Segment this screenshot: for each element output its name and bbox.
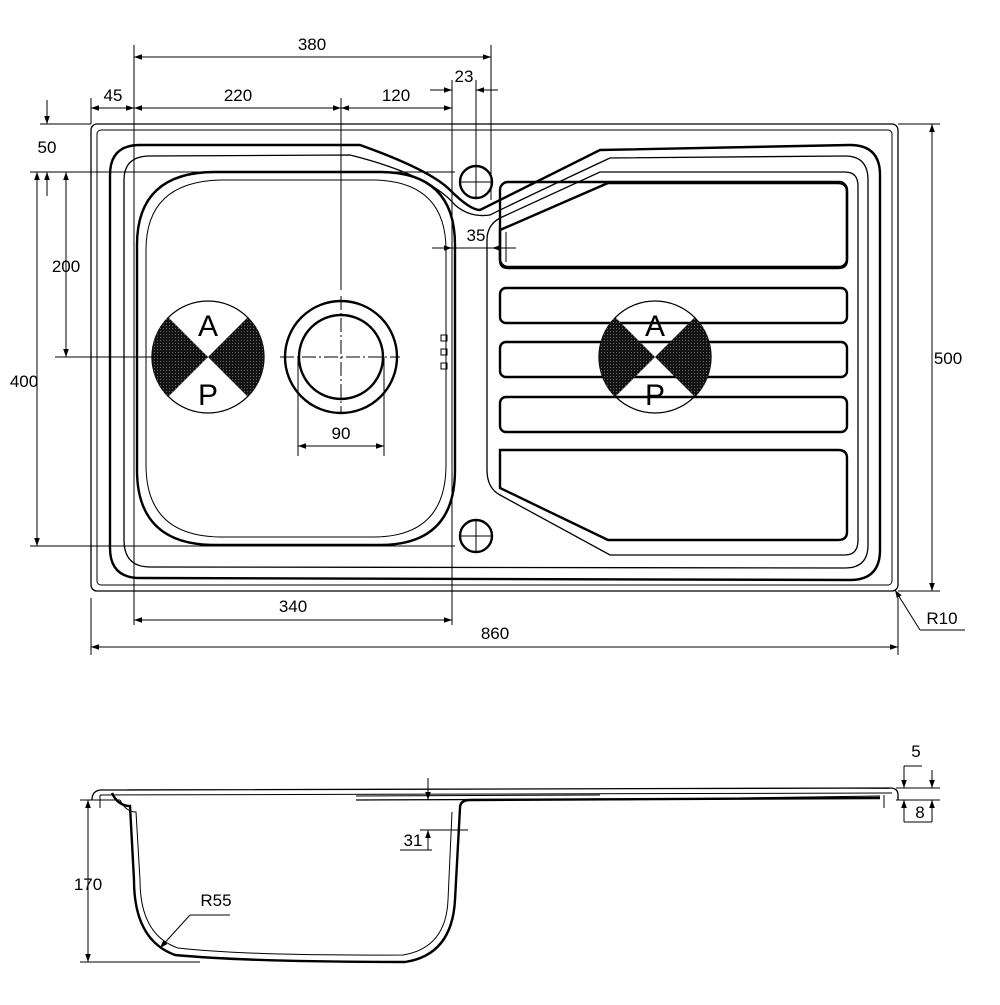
- overflow-slots: [440, 334, 448, 370]
- drainer-groove-2: [498, 286, 849, 325]
- ap-marker-left: A P: [151, 300, 265, 414]
- dimension-lines-left: 50 200 400: [10, 100, 455, 547]
- dim-31: 31: [404, 831, 423, 850]
- dim-120: 120: [382, 86, 410, 105]
- drainer-tray-outline: [486, 171, 859, 556]
- bowl-inner-outline: [145, 179, 447, 538]
- dim-220: 220: [224, 86, 252, 105]
- dim-90: 90: [332, 424, 351, 443]
- drainer-groove-5: [498, 448, 849, 542]
- side-rim: [91, 787, 899, 801]
- dimension-lines-bottom: 90 340 860: [90, 357, 899, 655]
- dim-400: 400: [10, 372, 38, 391]
- dim-r55: R55: [200, 891, 231, 910]
- dim-200: 200: [52, 257, 80, 276]
- dim-860: 860: [481, 624, 509, 643]
- drainer-groove-4: [498, 395, 849, 434]
- top-view: A P A P 380 45: [10, 35, 965, 655]
- side-view: 170 R55 31 5 8: [74, 742, 940, 964]
- dim-r10: R10: [926, 609, 957, 628]
- rim-pressing: [108, 143, 882, 582]
- dim-380: 380: [298, 35, 326, 54]
- ap-left-top-letter: A: [198, 310, 218, 343]
- side-bowl-inner: [119, 799, 453, 956]
- dim-5: 5: [911, 742, 920, 761]
- side-bowl-outer: [110, 792, 881, 964]
- dim-45: 45: [104, 86, 123, 105]
- bowl-outline: [135, 170, 457, 547]
- dim-23: 23: [455, 67, 474, 86]
- dim-500: 500: [934, 349, 962, 368]
- ap-right-top-letter: A: [645, 310, 665, 343]
- dim-50: 50: [38, 138, 57, 157]
- dimension-lines-top: 380 45 220 120 23 35: [90, 35, 516, 625]
- dim-170: 170: [74, 875, 102, 894]
- ap-right-bottom-letter: P: [645, 379, 665, 412]
- drainer-groove-1-shape: [498, 181, 849, 270]
- dim-340: 340: [279, 597, 307, 616]
- dim-8: 8: [915, 803, 924, 822]
- rim-pressing-inner: [123, 154, 869, 569]
- dim-35: 35: [467, 226, 486, 245]
- dimension-lines-right: 500 R10: [894, 123, 965, 631]
- ap-left-bottom-letter: P: [198, 379, 218, 412]
- ap-marker-right: A P: [598, 300, 712, 414]
